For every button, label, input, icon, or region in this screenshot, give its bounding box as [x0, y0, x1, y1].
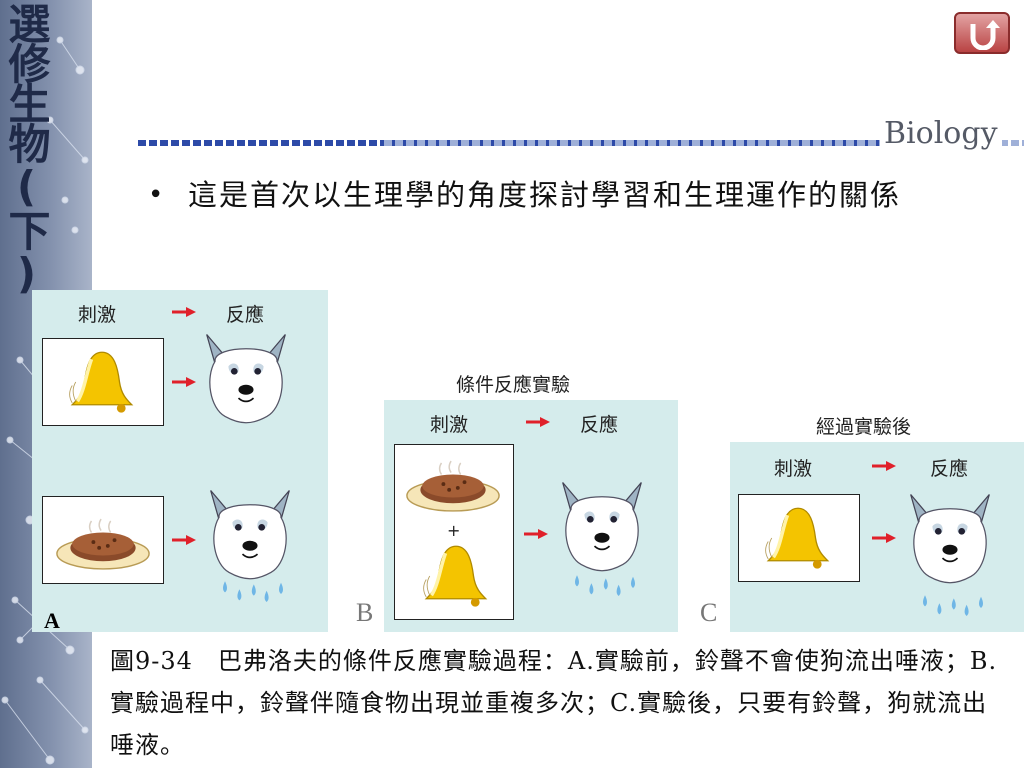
- saliva-drops-icon: [208, 578, 298, 610]
- label-b: B: [356, 598, 374, 627]
- bell-icon: [763, 503, 833, 573]
- dog-icon: [556, 470, 648, 582]
- response-label: 反應: [226, 304, 265, 326]
- bullet-icon: •: [148, 180, 164, 210]
- arrow-icon: [172, 534, 196, 546]
- arrow-icon: [872, 532, 896, 544]
- saliva-drops-icon: [908, 592, 998, 624]
- response-label: 反應: [580, 414, 619, 436]
- bell-icon: [67, 347, 137, 417]
- arrow-icon: [172, 376, 196, 388]
- bullet-point: • 這是首次以生理學的角度探討學習和生理運作的關係: [148, 172, 948, 218]
- plus-sign: +: [447, 521, 461, 540]
- saliva-drops-icon: [560, 572, 650, 604]
- arrow-icon: [526, 416, 550, 428]
- food-stimulus-box: [42, 496, 164, 584]
- sidebar-title: 選修生物(下): [2, 2, 51, 296]
- u-turn-icon: [970, 20, 1000, 50]
- back-button[interactable]: [954, 12, 1010, 54]
- bell-stimulus-box: [738, 494, 860, 582]
- dog-icon: [200, 322, 292, 434]
- figure-panel-c: 刺激 反應: [730, 442, 1024, 632]
- food-plate-icon: [405, 457, 501, 515]
- figure-panel-b: 刺激 反應 +: [384, 400, 678, 632]
- dog-icon: [204, 478, 296, 590]
- label-c: C: [700, 598, 718, 627]
- header-divider-light: [384, 140, 1024, 146]
- arrow-icon: [872, 460, 896, 472]
- stimulus-label: 刺激: [430, 414, 469, 436]
- arrow-icon: [524, 528, 548, 540]
- figure-panel-a: 刺激 反應 A: [32, 290, 328, 633]
- stimulus-label: 刺激: [78, 304, 117, 326]
- arrow-icon: [172, 306, 196, 318]
- food-plate-icon: [55, 515, 151, 573]
- food-and-bell-box: +: [394, 444, 514, 620]
- figure-caption: 圖9-34 巴弗洛夫的條件反應實驗過程：A.實驗前，鈴聲不會使狗流出唾液；B.實…: [110, 647, 998, 759]
- panel-c-heading: 經過實驗後: [816, 416, 912, 438]
- brand-label: Biology: [880, 116, 1002, 151]
- panel-b-heading: 條件反應實驗: [456, 374, 571, 396]
- label-a: A: [44, 608, 60, 633]
- bell-stimulus-box: [42, 338, 164, 426]
- bell-icon: [421, 541, 491, 611]
- stimulus-label: 刺激: [774, 458, 813, 480]
- response-label: 反應: [930, 458, 969, 480]
- bullet-text: 這是首次以生理學的角度探討學習和生理運作的關係: [188, 178, 902, 212]
- dog-icon: [904, 482, 996, 594]
